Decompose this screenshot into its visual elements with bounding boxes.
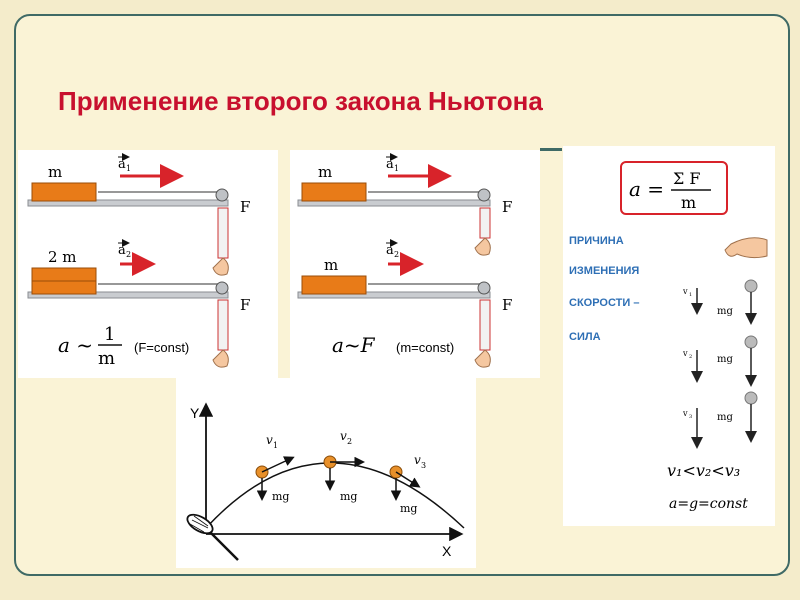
top-setup: m a 1 F bbox=[27, 153, 250, 276]
svg-text:v: v bbox=[340, 429, 347, 443]
svg-text:1: 1 bbox=[104, 324, 115, 345]
mass-experiment-panel: m a 1 F 2 m a 2 F a ~ 1 m bbox=[18, 150, 278, 378]
trajectory-panel: Y X v 1 mg v 2 mg v 3 bbox=[176, 378, 476, 568]
svg-text:ИЗМЕНЕНИЯ: ИЗМЕНЕНИЯ bbox=[569, 265, 639, 277]
ball bbox=[744, 391, 758, 405]
svg-text:a =: a = bbox=[629, 177, 664, 201]
svg-text:mg: mg bbox=[400, 502, 417, 515]
ball-point-1: v 1 mg bbox=[255, 433, 295, 503]
formula-inverse-mass: a ~ 1 m (F=const) bbox=[58, 324, 189, 369]
constant-acceleration: a=g=const bbox=[669, 496, 748, 512]
svg-text:a ~: a ~ bbox=[58, 333, 93, 357]
svg-text:a: a bbox=[386, 243, 394, 258]
svg-text:v: v bbox=[682, 349, 688, 358]
cart-block bbox=[301, 275, 367, 295]
track bbox=[27, 291, 229, 299]
svg-text:m: m bbox=[324, 256, 338, 274]
top-accel-label: a bbox=[118, 157, 126, 172]
ball bbox=[744, 279, 758, 293]
pulley bbox=[477, 281, 491, 295]
fall-row-2: v 2 mg bbox=[682, 335, 758, 387]
svg-text:F: F bbox=[502, 296, 512, 314]
spring-scale bbox=[479, 299, 491, 351]
hand-icon bbox=[724, 237, 768, 259]
svg-text:1: 1 bbox=[689, 292, 692, 298]
svg-text:1: 1 bbox=[126, 164, 131, 173]
svg-text:F: F bbox=[502, 198, 512, 216]
ball-point-3: v 3 mg bbox=[389, 453, 426, 515]
condition-label: (m=const) bbox=[396, 340, 454, 355]
spring-scale bbox=[217, 299, 229, 351]
track bbox=[297, 291, 491, 299]
hand-icon bbox=[212, 349, 229, 368]
svg-text:v: v bbox=[682, 287, 688, 296]
svg-text:mg: mg bbox=[717, 306, 733, 317]
bottom-mass-label: 2 m bbox=[48, 248, 77, 266]
fall-row-1: v 1 mg bbox=[682, 279, 758, 325]
velocity-inequality: v₁<v₂<v₃ bbox=[667, 461, 740, 480]
top-mass-label: m bbox=[48, 163, 62, 181]
svg-text:2: 2 bbox=[126, 250, 131, 259]
bottom-setup: 2 m a 2 F bbox=[27, 239, 250, 368]
hand-icon bbox=[474, 237, 491, 256]
formula-force: a~F (m=const) bbox=[332, 333, 454, 357]
spring-scale bbox=[217, 207, 229, 259]
newton-formula-box: a = Σ F m bbox=[620, 161, 728, 215]
hand-icon bbox=[474, 349, 491, 368]
force-label: F bbox=[240, 296, 250, 314]
x-axis-label: X bbox=[442, 543, 452, 559]
svg-text:1: 1 bbox=[394, 164, 399, 173]
svg-text:v: v bbox=[266, 433, 273, 447]
svg-text:1: 1 bbox=[273, 441, 278, 450]
cart-block bbox=[301, 182, 367, 202]
racket-icon bbox=[186, 513, 239, 561]
svg-text:v: v bbox=[414, 453, 421, 467]
spring-scale bbox=[479, 207, 491, 239]
ball bbox=[744, 335, 758, 349]
svg-text:a: a bbox=[386, 157, 394, 172]
pulley bbox=[215, 281, 229, 295]
bottom-setup: m a 2 F bbox=[297, 239, 512, 368]
track bbox=[297, 199, 491, 207]
svg-text:СКОРОСТИ –: СКОРОСТИ – bbox=[569, 297, 639, 309]
svg-text:ПРИЧИНА: ПРИЧИНА bbox=[569, 235, 624, 247]
svg-text:3: 3 bbox=[689, 414, 692, 420]
condition-label: (F=const) bbox=[134, 340, 189, 355]
svg-text:v: v bbox=[682, 409, 688, 418]
top-setup: m a 1 F bbox=[297, 153, 512, 256]
svg-text:mg: mg bbox=[717, 412, 733, 423]
trajectory-curve bbox=[205, 462, 465, 529]
cause-text: ПРИЧИНА ИЗМЕНЕНИЯ СКОРОСТИ – СИЛА bbox=[569, 235, 639, 343]
svg-text:m: m bbox=[98, 348, 115, 369]
slide-title: Применение второго закона Ньютона bbox=[58, 86, 543, 116]
cart-block bbox=[31, 182, 97, 202]
svg-text:a~F: a~F bbox=[332, 333, 376, 357]
free-fall-panel: a = Σ F m ПРИЧИНА ИЗМЕНЕНИЯ СКОРОСТИ – С… bbox=[563, 146, 775, 526]
force-label: F bbox=[240, 198, 250, 216]
force-experiment-panel: m a 1 F m a 2 F a~F (m=const) bbox=[290, 150, 540, 378]
y-axis-label: Y bbox=[190, 405, 200, 421]
svg-text:m: m bbox=[681, 193, 696, 212]
pulley bbox=[215, 188, 229, 202]
svg-text:3: 3 bbox=[421, 461, 426, 470]
svg-text:mg: mg bbox=[272, 490, 289, 503]
title-rule bbox=[540, 148, 562, 151]
bottom-accel-label: a bbox=[118, 243, 126, 258]
svg-text:2: 2 bbox=[394, 250, 399, 259]
track bbox=[27, 199, 229, 207]
svg-text:СИЛА: СИЛА bbox=[569, 331, 601, 343]
hand-icon bbox=[212, 257, 229, 276]
fall-row-3: v 3 mg bbox=[682, 391, 758, 449]
svg-text:Σ F: Σ F bbox=[673, 169, 701, 188]
pulley bbox=[477, 188, 491, 202]
svg-text:2: 2 bbox=[347, 437, 352, 446]
svg-text:2: 2 bbox=[689, 354, 692, 360]
top-mass-label: m bbox=[318, 163, 332, 181]
svg-text:mg: mg bbox=[340, 490, 357, 503]
svg-text:mg: mg bbox=[717, 354, 733, 365]
ball-point-2: v 2 mg bbox=[323, 429, 365, 503]
